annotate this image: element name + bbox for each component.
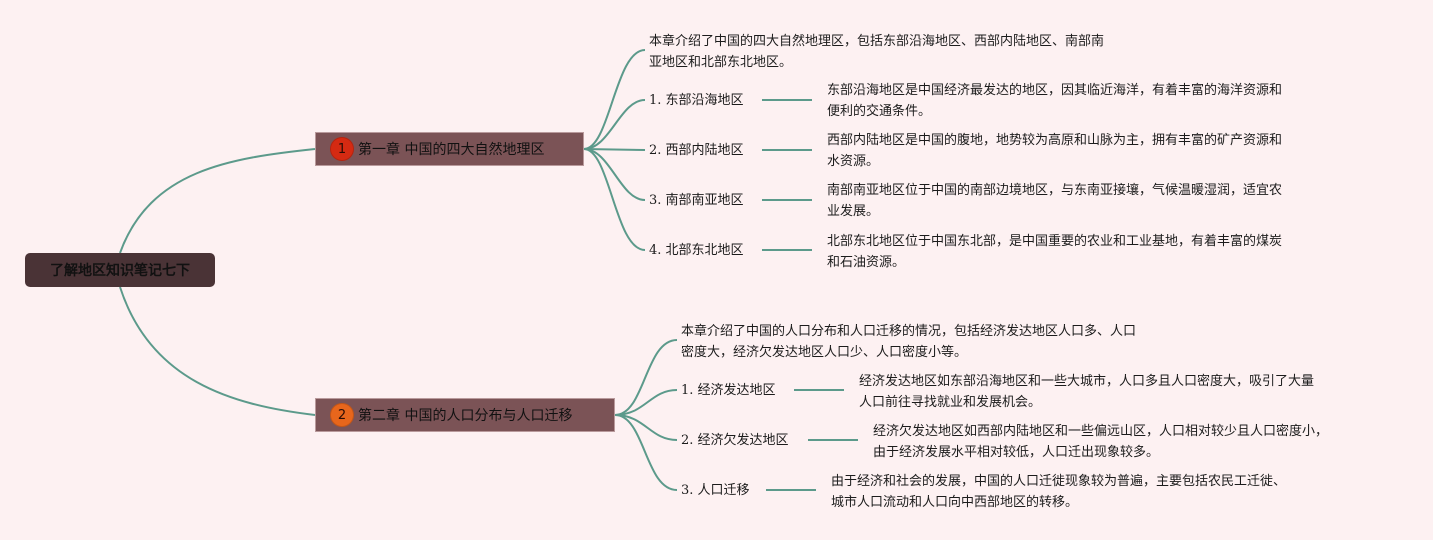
chapter-1-item-4-desc[interactable]: 北部东北地区位于中国东北部，是中国重要的农业和工业基地，有着丰富的煤炭 和石油资… bbox=[827, 234, 1283, 270]
ch2-to-item3-line bbox=[614, 414, 678, 491]
ch1-to-item3-line bbox=[583, 148, 646, 201]
chapter-2-item-1[interactable]: 1. 经济发达地区 bbox=[681, 383, 776, 398]
chapter-1-topic[interactable]: 1 第一章 中国的四大自然地理区 bbox=[315, 132, 584, 166]
root-topic-label: 了解地区知识笔记七下 bbox=[50, 263, 190, 279]
ch2-to-item1-line bbox=[614, 389, 678, 416]
ch1-to-summary-line bbox=[583, 49, 646, 150]
chapter-1-item-1-desc[interactable]: 东部沿海地区是中国经济最发达的地区，因其临近海洋，有着丰富的海洋资源和 便利的交… bbox=[827, 83, 1283, 119]
chapter-2-topic[interactable]: 2 第二章 中国的人口分布与人口迁移 bbox=[315, 398, 615, 432]
chapter-2-title: 第二章 中国的人口分布与人口迁移 bbox=[358, 408, 573, 424]
chapter-2-item-2[interactable]: 2. 经济欠发达地区 bbox=[681, 433, 789, 448]
chapter-1-item-3-desc[interactable]: 南部南亚地区位于中国的南部边境地区，与东南亚接壤，气候温暖湿润，适宜农 业发展。 bbox=[827, 183, 1283, 219]
chapter-2-summary[interactable]: 本章介绍了中国的人口分布和人口迁移的情况，包括经济发达地区人口多、人口 密度大，… bbox=[681, 324, 1137, 360]
ch2-to-summary-line bbox=[614, 339, 678, 416]
root-to-chapter-1-line bbox=[119, 148, 316, 254]
chapter-2-item-2-desc[interactable]: 经济欠发达地区如西部内陆地区和一些偏远山区，人口相对较少且人口密度小， 由于经济… bbox=[873, 424, 1329, 460]
chapter-1-summary[interactable]: 本章介绍了中国的四大自然地理区，包括东部沿海地区、西部内陆地区、南部南 亚地区和… bbox=[649, 34, 1105, 70]
ch1-to-item1-line bbox=[583, 99, 646, 150]
chapter-2-item-1-desc[interactable]: 经济发达地区如东部沿海地区和一些大城市，人口多且人口密度大，吸引了大量 人口前往… bbox=[859, 374, 1315, 410]
chapter-2-item-3[interactable]: 3. 人口迁移 bbox=[681, 483, 750, 498]
chapter-1-item-1[interactable]: 1. 东部沿海地区 bbox=[649, 93, 744, 108]
chapter-2-item-3-desc[interactable]: 由于经济和社会的发展，中国的人口迁徙现象较为普遍，主要包括农民工迁徙、 城市人口… bbox=[831, 474, 1287, 510]
ch1-to-item2-line bbox=[583, 148, 646, 151]
ch1-to-item4-line bbox=[583, 148, 646, 251]
priority-1-icon: 1 bbox=[330, 137, 354, 161]
root-topic[interactable]: 了解地区知识笔记七下 bbox=[25, 253, 215, 287]
chapter-1-item-4[interactable]: 4. 北部东北地区 bbox=[649, 243, 744, 258]
chapter-1-item-2-desc[interactable]: 西部内陆地区是中国的腹地，地势较为高原和山脉为主，拥有丰富的矿产资源和 水资源。 bbox=[827, 133, 1283, 169]
chapter-1-title: 第一章 中国的四大自然地理区 bbox=[358, 142, 545, 158]
priority-2-icon: 2 bbox=[330, 403, 354, 427]
chapter-1-item-3[interactable]: 3. 南部南亚地区 bbox=[649, 193, 744, 208]
root-to-chapter-2-line bbox=[119, 286, 316, 416]
chapter-1-item-2[interactable]: 2. 西部内陆地区 bbox=[649, 143, 744, 158]
ch2-to-item2-line bbox=[614, 414, 678, 441]
